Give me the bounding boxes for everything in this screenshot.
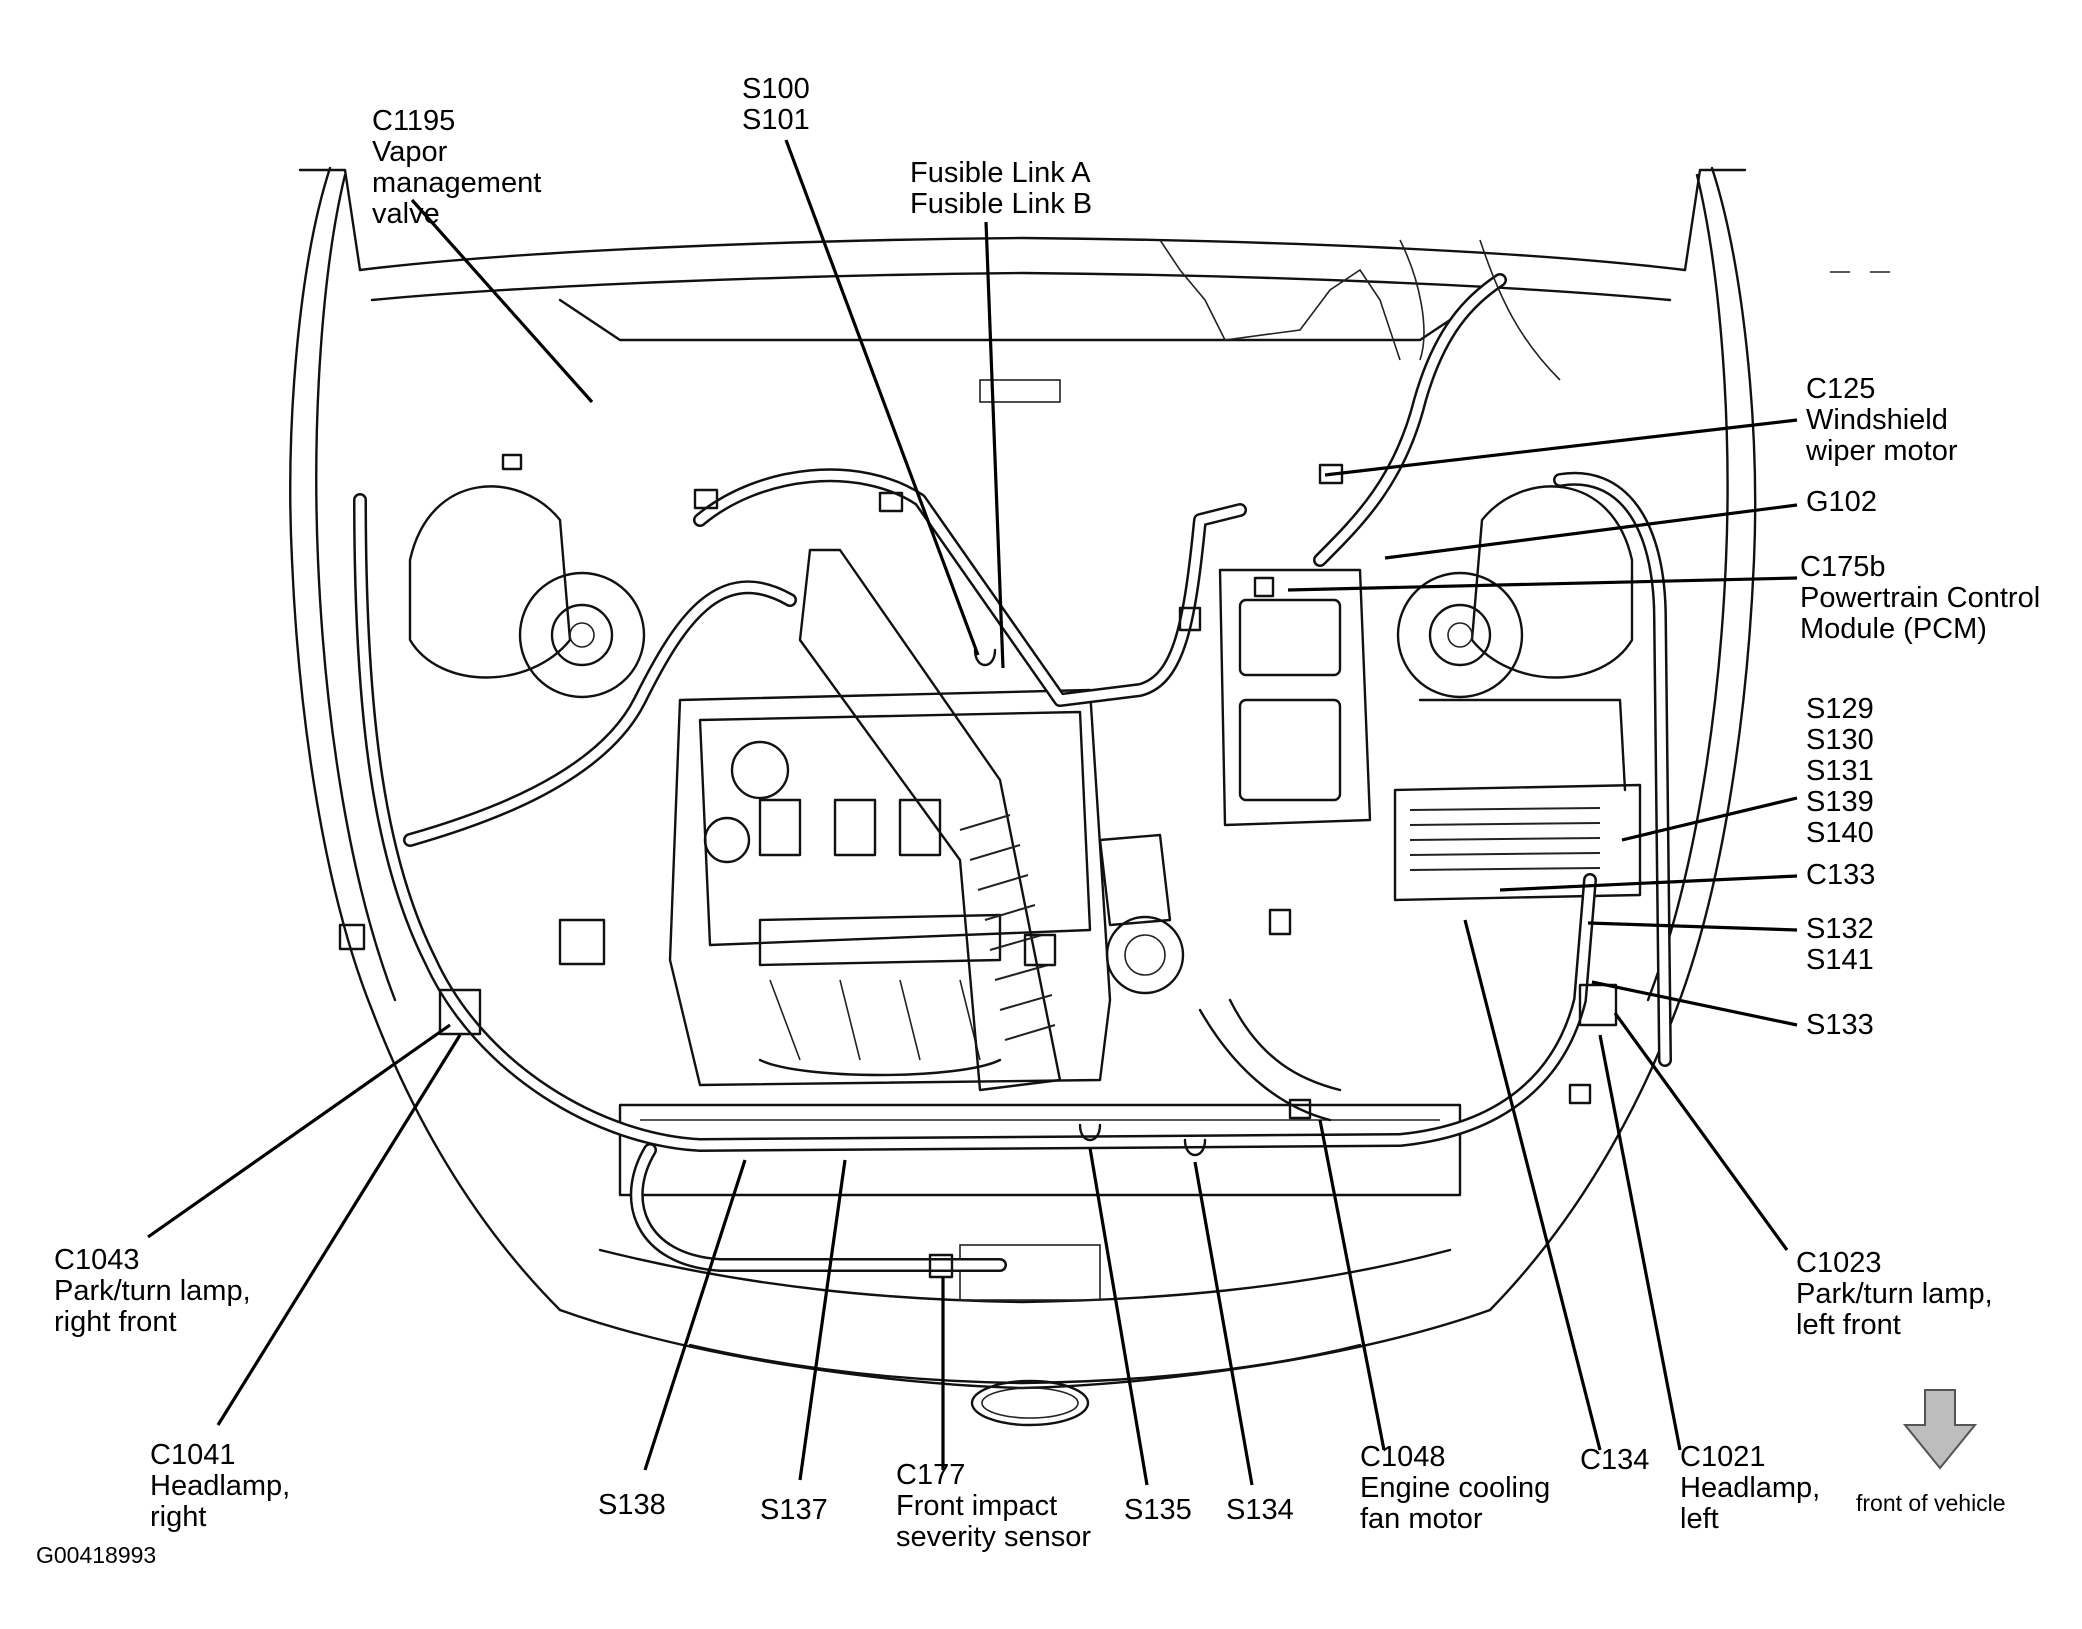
- connector-id: C1023: [1796, 1247, 1882, 1279]
- label-c134: C134: [1580, 1445, 1649, 1476]
- connector-id: C1041: [150, 1439, 236, 1471]
- label-line: Fusible Link A: [910, 157, 1091, 189]
- label-s133: S133: [1806, 1010, 1874, 1041]
- engine: [668, 548, 1342, 1122]
- label-line: Front impact: [896, 1490, 1058, 1522]
- connector-id: C134: [1580, 1444, 1650, 1476]
- splice-id: S131: [1806, 755, 1874, 787]
- connector-id: C125: [1806, 373, 1876, 405]
- label-line: valve: [372, 198, 440, 230]
- splice-id: S134: [1226, 1494, 1294, 1526]
- splice-id: S132: [1806, 913, 1874, 945]
- label-line: left: [1680, 1503, 1719, 1535]
- label-line: Powertrain Control: [1800, 582, 2041, 614]
- splice-id: S140: [1806, 817, 1874, 849]
- front-of-vehicle-label: front of vehicle: [1856, 1490, 2006, 1516]
- label-line: severity sensor: [896, 1521, 1092, 1553]
- label-line: management: [372, 167, 542, 199]
- connector-id: C1195: [372, 105, 456, 137]
- label-line: Vapor: [372, 136, 448, 168]
- label-s134: S134: [1226, 1495, 1294, 1526]
- label-g102: G102: [1806, 487, 1877, 518]
- label-line: right front: [54, 1306, 177, 1338]
- label-line: Module (PCM): [1800, 613, 1987, 645]
- figure-id: G00418993: [36, 1542, 157, 1568]
- label-line: Headlamp,: [150, 1470, 291, 1502]
- splice-id: S139: [1806, 786, 1874, 818]
- connector-id: C1021: [1680, 1441, 1766, 1473]
- label-line: Park/turn lamp,: [1796, 1278, 1993, 1310]
- label-s137: S137: [760, 1495, 828, 1526]
- splice-id: S137: [760, 1494, 828, 1526]
- label-c1195: C1195 Vapor management valve: [372, 106, 541, 230]
- label-line: Engine cooling: [1360, 1472, 1551, 1504]
- label-c125: C125 Windshield wiper motor: [1806, 374, 1958, 467]
- splice-id: S129: [1806, 693, 1874, 725]
- label-s135: S135: [1124, 1495, 1192, 1526]
- battery: [1393, 783, 1642, 902]
- label-s129-s140: S129 S130 S131 S139 S140: [1806, 694, 1874, 849]
- label-line: Park/turn lamp,: [54, 1275, 251, 1307]
- splice-id: S141: [1806, 944, 1874, 976]
- down-arrow-icon: [1902, 1389, 1978, 1470]
- label-s100-s101: S100 S101: [742, 74, 810, 136]
- label-c1041: C1041 Headlamp, right: [150, 1440, 290, 1533]
- splice-id: S100: [742, 73, 810, 105]
- label-line: wiper motor: [1806, 435, 1958, 467]
- label-c1043: C1043 Park/turn lamp, right front: [54, 1245, 251, 1338]
- connector-id: C175b: [1800, 551, 1886, 583]
- splice-id: S135: [1124, 1494, 1192, 1526]
- wiring-harness: [353, 239, 1672, 1272]
- connector-id: C177: [896, 1459, 966, 1491]
- label-c1023: C1023 Park/turn lamp, left front: [1796, 1248, 1993, 1341]
- label-c1048: C1048 Engine cooling fan motor: [1360, 1442, 1550, 1535]
- label-s132-s141: S132 S141: [1806, 914, 1874, 976]
- label-line: Windshield: [1806, 404, 1948, 436]
- pcm-and-battery: [1218, 568, 1642, 902]
- label-line: left front: [1796, 1309, 1901, 1341]
- label-line: Fusible Link B: [910, 188, 1093, 220]
- leader-lines: [147, 139, 1798, 1486]
- vehicle-body-outline: [289, 166, 1757, 1427]
- label-fusible-links: Fusible Link A Fusible Link B: [910, 158, 1092, 220]
- label-line: fan motor: [1360, 1503, 1483, 1535]
- label-c177: C177 Front impact severity sensor: [896, 1460, 1091, 1553]
- label-c1021: C1021 Headlamp, left: [1680, 1442, 1820, 1535]
- splice-id: S138: [598, 1489, 666, 1521]
- label-c175b: C175b Powertrain Control Module (PCM): [1800, 552, 2040, 645]
- splice-id: S133: [1806, 1009, 1874, 1041]
- strut-towers: [408, 485, 1634, 699]
- ford-logo: [970, 1379, 1090, 1427]
- ground-id: G102: [1806, 486, 1877, 518]
- label-s138: S138: [598, 1490, 666, 1521]
- connector-id: C1043: [54, 1244, 140, 1276]
- splice-id: S130: [1806, 724, 1874, 756]
- label-line: right: [150, 1501, 207, 1533]
- label-c133: C133: [1806, 860, 1875, 891]
- splice-id: S101: [742, 104, 810, 136]
- connector-id: C1048: [1360, 1441, 1446, 1473]
- connectors: [338, 453, 1618, 1279]
- label-line: Headlamp,: [1680, 1472, 1821, 1504]
- connector-id: C133: [1806, 859, 1876, 891]
